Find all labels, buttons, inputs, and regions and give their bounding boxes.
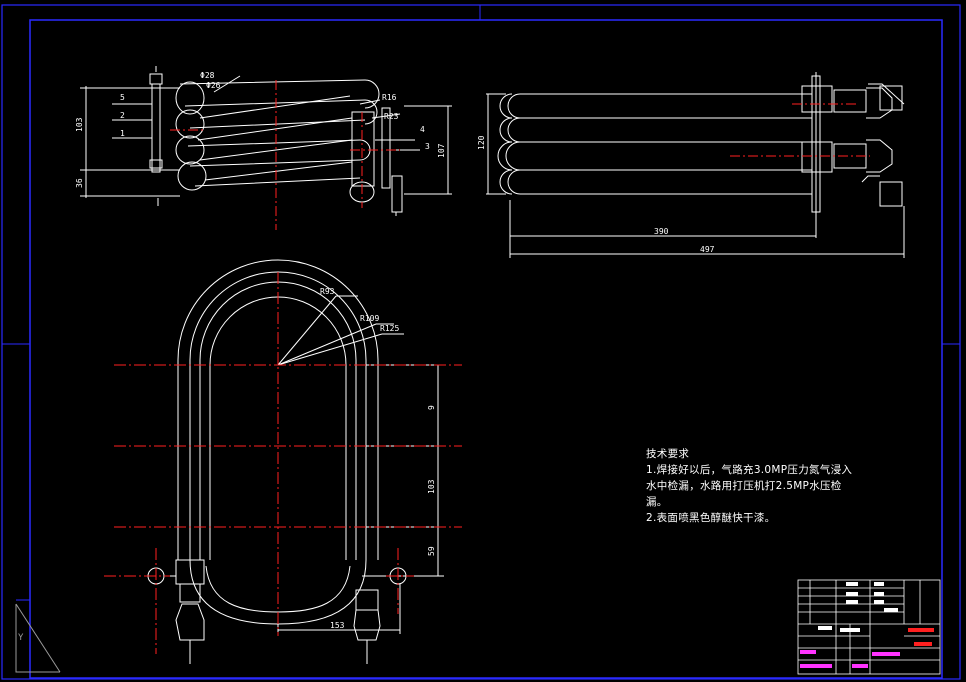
title-block <box>797 579 941 675</box>
dim-h107: 107 <box>437 143 446 158</box>
dim-r16: R16 <box>382 93 397 102</box>
notes-line-3: 漏。 <box>646 496 668 508</box>
ucs-icon: Y <box>15 603 61 673</box>
side-view <box>80 66 452 216</box>
plan-view-centerlines <box>730 103 870 157</box>
dim-r125: R125 <box>380 324 399 333</box>
part-label-4: 4 <box>420 125 425 134</box>
dim-r23: R23 <box>384 112 399 121</box>
dim-w497: 497 <box>700 245 715 254</box>
dim-w153: 153 <box>330 621 345 630</box>
notes-line-1: 1.焊接好以后，气路充3.0MP压力氮气浸入 <box>646 464 853 476</box>
dim-h120: 120 <box>477 135 486 150</box>
dim-h36: 36 <box>75 178 84 188</box>
front-view-centerlines <box>104 272 462 654</box>
front-view <box>147 259 444 664</box>
dim-w390: 390 <box>654 227 669 236</box>
dim-v-mid: 103 <box>427 479 436 494</box>
notes-line-2: 水中检漏，水路用打压机打2.5MP水压检 <box>646 480 842 492</box>
dim-v-bot: 59 <box>427 546 436 556</box>
notes-line-4: 2.表面喷黑色醇醚快干漆。 <box>646 512 776 524</box>
drawing-frame <box>1 4 961 680</box>
dim-d26: Φ26 <box>206 81 221 90</box>
part-label-5: 3 <box>425 142 430 151</box>
svg-text:Y: Y <box>18 633 24 643</box>
dim-h103: 103 <box>75 117 84 132</box>
front-view-dimensions: R93 R109 R125 9 103 59 153 <box>320 287 436 630</box>
dim-v-top: 9 <box>427 405 436 410</box>
part-labels: 5 2 1 4 3 <box>120 93 430 151</box>
side-view-centerlines <box>170 80 400 230</box>
part-label-1: 1 <box>120 129 125 138</box>
dim-r93: R93 <box>320 287 335 296</box>
side-view-dimensions: Φ28 Φ26 R16 R23 103 36 107 <box>75 71 446 188</box>
plan-view <box>486 72 905 258</box>
technical-notes: 技术要求 1.焊接好以后，气路充3.0MP压力氮气浸入 水中检漏，水路用打压机打… <box>646 446 852 526</box>
dim-r109: R109 <box>360 314 379 323</box>
part-label-2: 2 <box>120 111 125 120</box>
dim-d28: Φ28 <box>200 71 215 80</box>
part-label-3: 5 <box>120 93 125 102</box>
plan-view-dimensions: 120 390 497 <box>477 135 715 254</box>
notes-title: 技术要求 <box>646 448 690 460</box>
